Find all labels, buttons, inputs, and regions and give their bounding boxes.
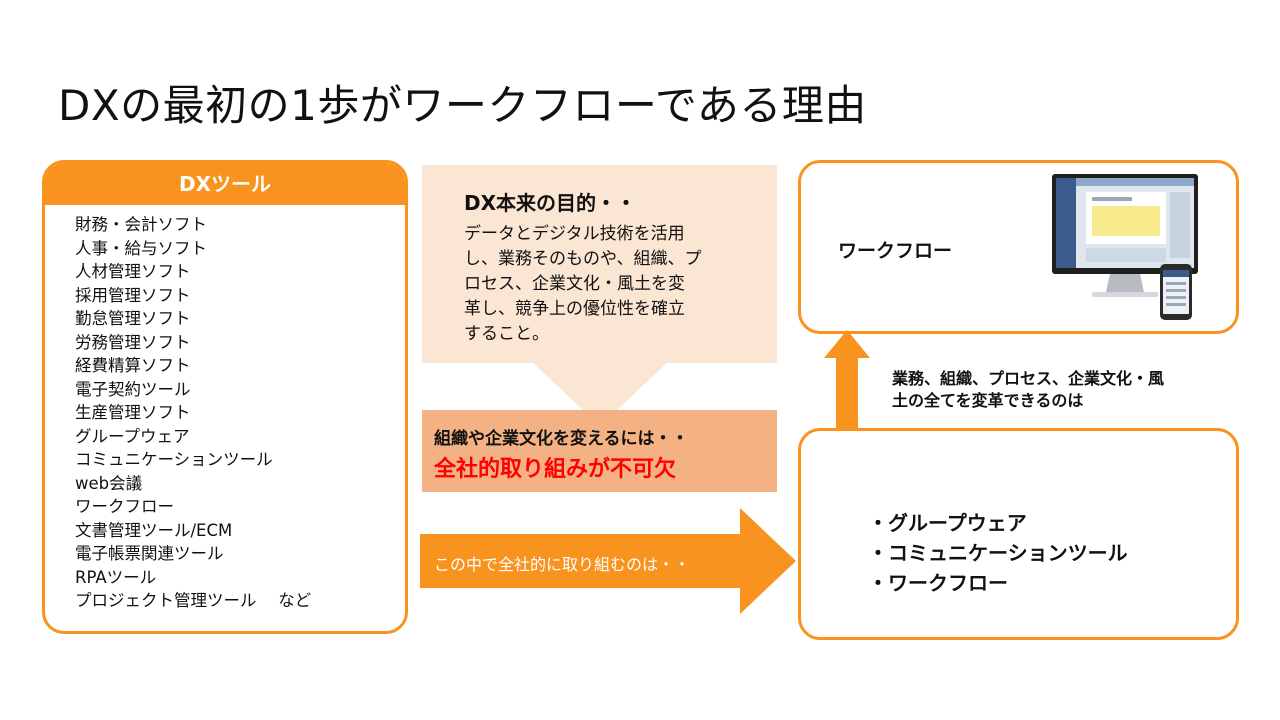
company-wide-emphasis: 全社的取り組みが不可欠 (434, 457, 677, 482)
culture-change-text: 組織や企業文化を変えるには・・ (434, 429, 689, 449)
list-item: 生産管理ソフト (75, 403, 191, 422)
monitor-and-phone-icon (1052, 174, 1198, 320)
dx-purpose-body: データとデジタル技術を活用 し、業務そのものや、組織、プ ロセス、企業文化・風土… (464, 224, 702, 344)
slide-title: DXの最初の1歩がワークフローである理由 (58, 81, 867, 130)
dx-tools-box: DXツール 財務・会計ソフト 人事・給与ソフト 人材管理ソフト 採用管理ソフト … (42, 160, 408, 634)
list-item: web会議 (75, 473, 143, 493)
list-item: 文書管理ツール/ECM (75, 520, 233, 540)
list-item: 勤怠管理ソフト (75, 309, 191, 328)
list-item: 財務・会計ソフト (75, 215, 207, 234)
dx-tools-list: 財務・会計ソフト 人事・給与ソフト 人材管理ソフト 採用管理ソフト 勤怠管理ソフ… (75, 213, 405, 613)
culture-change-box: 組織や企業文化を変えるには・・ 全社的取り組みが不可欠 (422, 410, 777, 492)
list-item: 人事・給与ソフト (75, 238, 207, 258)
list-item: 電子契約ツール (75, 379, 191, 399)
company-wide-tools-box (798, 428, 1239, 640)
transformation-text: 業務、組織、プロセス、企業文化・風 土の全てを変革できるのは (892, 368, 1164, 412)
transformation-line-2: 土の全てを変革できるのは (892, 391, 1084, 410)
company-wide-tools-list: ・グループウェア ・コミュニケーションツール ・ワークフロー (868, 508, 1128, 598)
list-item: ・ワークフロー (868, 571, 1008, 595)
list-item: ・グループウェア (868, 511, 1027, 535)
arrow-label: この中で全社的に取り組むのは・・ (434, 555, 691, 574)
dx-tools-header: DXツール (45, 163, 405, 205)
up-arrow-icon (824, 330, 870, 430)
list-item: ・コミュニケーションツール (868, 541, 1128, 565)
list-item: 採用管理ソフト (75, 285, 191, 305)
dx-purpose-callout: DX本来の目的・・ データとデジタル技術を活用 し、業務そのものや、組織、プ ロ… (422, 165, 777, 363)
list-item: 人材管理ソフト (75, 262, 191, 281)
list-item: グループウェア (75, 426, 190, 446)
list-item: ワークフロー (75, 497, 174, 516)
list-item: RPAツール (75, 567, 157, 587)
list-item: 電子帳票関連ツール (75, 544, 224, 563)
dx-purpose-title: DX本来の目的・・ (464, 191, 637, 215)
list-item: 経費精算ソフト (75, 356, 191, 375)
workflow-label: ワークフロー (838, 240, 953, 262)
list-item: 労務管理ソフト (75, 332, 191, 352)
list-item: コミュニケーションツール (75, 450, 273, 469)
list-item: プロジェクト管理ツール など (75, 591, 312, 610)
right-arrow-icon (420, 508, 796, 614)
transformation-line-1: 業務、組織、プロセス、企業文化・風 (892, 369, 1165, 388)
